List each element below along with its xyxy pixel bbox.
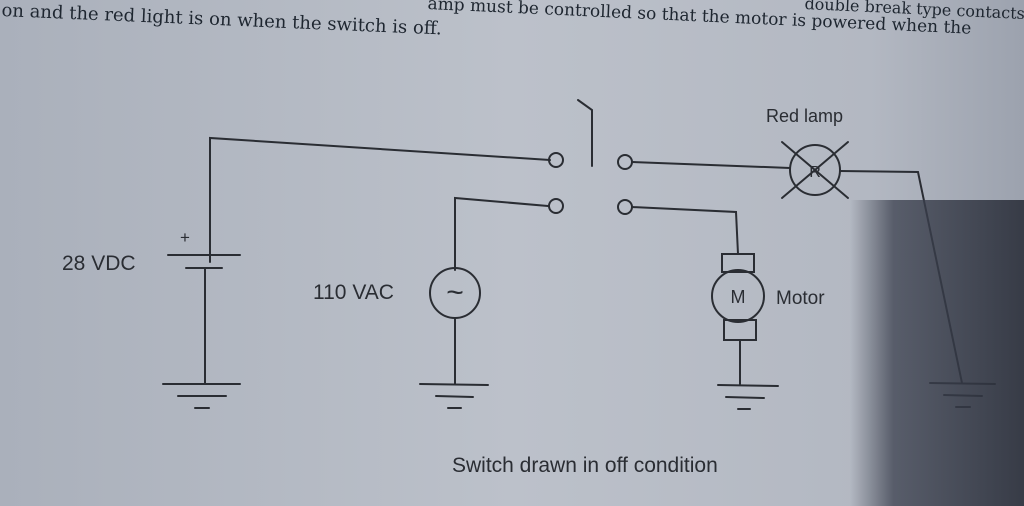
motor-wire-top: [631, 206, 739, 255]
ground-motor-2: [725, 396, 765, 399]
hand-shadow: [850, 200, 1024, 506]
switch-bar: [577, 99, 593, 167]
ac-symbol-label: ~: [446, 276, 464, 309]
motor-symbol: [711, 269, 765, 323]
lamp-wire-in: [631, 161, 791, 169]
diagram-caption: Switch drawn in off condition: [452, 454, 718, 477]
lamp-ray-2: [781, 141, 849, 199]
motor-letter: M: [731, 287, 746, 307]
red-lamp-label: Red lamp: [766, 106, 843, 126]
ground-ac-1: [419, 383, 489, 386]
ac-source-label: 110 VAC: [313, 281, 394, 304]
battery-voltage-label: 28 VDC: [62, 252, 136, 275]
diagram-labels: + 28 VDC 110 VAC ~ Red lamp R M Motor Sw…: [62, 106, 843, 477]
ground-motor-1: [717, 384, 779, 387]
ground-ac-2: [435, 395, 474, 398]
motor-label: Motor: [776, 288, 825, 309]
battery-plus-label: +: [180, 228, 190, 247]
ac-wire-top: [454, 196, 549, 271]
switch-contact-top-left: [548, 152, 564, 168]
lamp-letter: R: [809, 164, 821, 181]
battery-wire-top: [209, 136, 551, 263]
motor-brush-top: [721, 253, 755, 273]
